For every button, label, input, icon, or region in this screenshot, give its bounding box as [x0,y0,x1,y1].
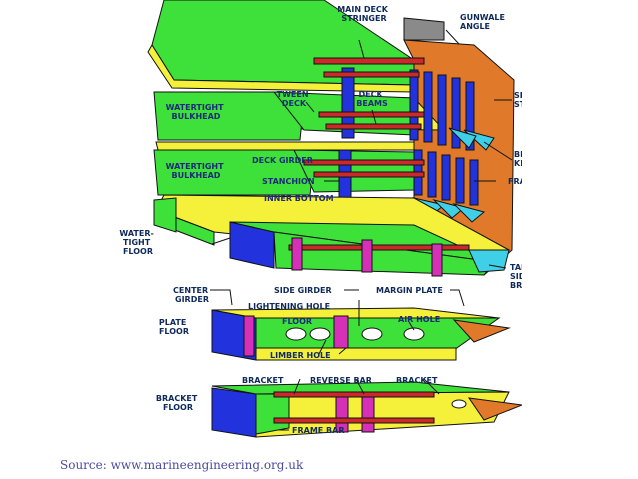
bracket-magenta-2 [361,391,375,433]
limber-hole-label: LIMBER HOLE [270,351,331,360]
plate-floor-tip [452,319,511,343]
gunwale-angle [403,17,445,41]
floor-label: FLOOR [282,317,312,326]
margin-plate-label: MARGIN PLATE [376,286,443,295]
floor-magenta-3 [431,243,443,277]
tween-deck-label: TWEEN DECK [277,90,312,108]
plate-floor-bottom [255,347,457,361]
sheer-strake-label: SHEER STRAKE [514,91,522,109]
watertight-floor [153,197,177,233]
deck-beams-label: DECK BEAMS [356,90,388,108]
beam-knee-label: BEAM KNEE [514,150,522,168]
source-caption: Source: www.marineengineering.org.uk [60,458,304,472]
floor-magenta-1 [291,237,303,271]
frame-bar [273,417,435,424]
plate-floor-label: PLATE FLOOR [159,318,189,336]
watertight-bulkhead-lower-label: WATERTIGHT BULKHEAD [166,162,227,180]
reverse-bar [273,391,435,398]
main-deck-stringer-label: MAIN DECK STRINGER [337,5,391,23]
side-girder-red [288,244,470,251]
side-girder-label: SIDE GIRDER [274,286,332,295]
deck-beams [303,57,425,178]
lightening-hole-label: LIGHTENING HOLE [248,302,330,311]
ship-structure-diagram: MAIN DECK STRINGER GUNWALE ANGLE SHEER S… [114,0,522,449]
floor-magenta-2 [361,239,373,273]
reverse-bar-label: REVERSE BAR [310,376,372,385]
deck-girder-label: DECK GIRDER [252,156,313,165]
watertight-bulkhead-upper-label: WATERTIGHT BULKHEAD [166,103,227,121]
leader-lines [210,29,513,431]
lower-bulkhead-top [155,141,415,151]
tank-side-bracket-label: TANK SIDE BRACKET [510,263,522,290]
watertight-floor-label: WATER- TIGHT FLOOR [119,229,156,256]
lightening-holes [285,327,425,341]
center-girder-label: CENTER GIRDER [173,286,211,304]
plate-floor-magenta-2 [243,315,255,357]
air-hole-label: AIR HOLE [398,315,440,324]
bracket-left-label: BRACKET [242,376,284,385]
stanchion-upper [341,67,355,139]
bracket-floor-tip [467,397,522,421]
bracket-hole [451,399,467,409]
frames-label: FRAMES [508,177,522,186]
bracket-floor-blue-end [211,387,257,438]
diagram-svg: MAIN DECK STRINGER GUNWALE ANGLE SHEER S… [119,0,522,438]
bracket-right-label: BRACKET [396,376,438,385]
frame-bar-label: FRAME BAR [292,426,344,435]
inner-bottom-label: INNER BOTTOM [264,194,334,203]
bracket-left [255,393,290,435]
bracket-floor-label: BRACKET FLOOR [156,394,200,412]
stanchion-label: STANCHION [262,177,315,186]
gunwale-angle-label: GUNWALE ANGLE [460,13,508,31]
